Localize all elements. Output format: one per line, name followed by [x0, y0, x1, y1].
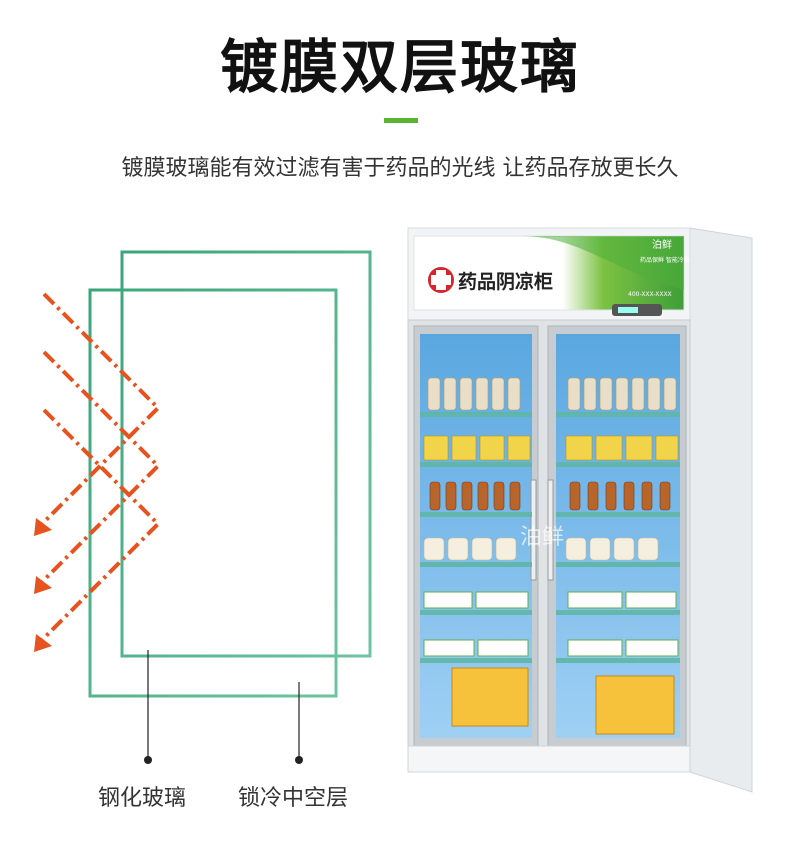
bottles-row-1 [427, 377, 677, 411]
cans-row-4 [423, 537, 659, 561]
shelves [420, 412, 680, 663]
boxes-row-2 [423, 435, 679, 461]
leader-dot-glass [144, 756, 152, 764]
right-door-handle [547, 479, 554, 581]
pharmacy-cabinet: 药品阴凉柜 泊鲜 药品保鲜 智能冷链 400-XXX-XXXX [407, 227, 753, 793]
insulated-layer-label: 锁冷中空层 [238, 786, 349, 811]
cabinet-base [407, 745, 691, 773]
light-arrow-2 [38, 350, 161, 586]
leader-dot-layer [295, 756, 303, 764]
tempered-glass-label: 钢化玻璃 [98, 786, 187, 811]
page-title: 镀膜双层玻璃 [219, 33, 580, 101]
bottles-row-3 [429, 481, 671, 511]
cabinet-side [689, 227, 753, 793]
boxes-row-5 [423, 591, 677, 609]
boxes-row-6 [423, 639, 679, 657]
arrow-head-2 [34, 576, 52, 594]
title-accent-bar [384, 118, 418, 123]
light-arrow-3 [38, 408, 161, 644]
light-arrows [38, 292, 161, 644]
brand-watermark: 泊鲜 [520, 525, 564, 550]
cabinet-brand-text: 泊鲜 [652, 238, 672, 251]
boxes-bottom [451, 667, 675, 735]
inner-glass-pane [88, 288, 338, 698]
cabinet-sign-text: 药品阴凉柜 [458, 270, 553, 293]
outer-glass-pane [120, 250, 372, 658]
subtitle: 镀膜玻璃能有效过滤有害于药品的光线 让药品存放更长久 [121, 156, 679, 181]
cabinet-sign-small-2: 400-XXX-XXXX [628, 291, 672, 298]
left-door-handle [530, 479, 537, 581]
cabinet-sign-small-1: 药品保鲜 智能冷链 [640, 256, 690, 264]
arrow-head-3 [34, 634, 52, 652]
light-arrow-1 [38, 292, 161, 528]
arrow-head-1 [34, 518, 52, 536]
